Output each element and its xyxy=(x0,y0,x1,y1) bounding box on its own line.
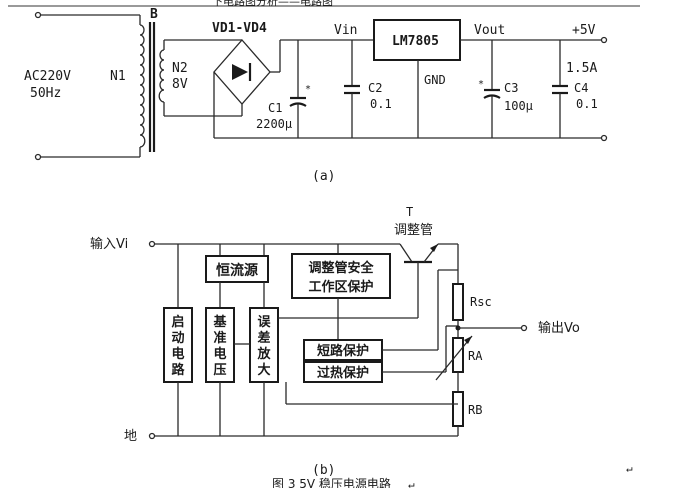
input-label: 输入Vi xyxy=(90,236,128,252)
header-fragment: 下电路图分析——电路图 xyxy=(212,0,333,8)
diagram-a: AC220V 50Hz N1 B N2 8V VD1-VD4 Vin xyxy=(24,7,608,184)
output-label: 输出Vo xyxy=(538,320,580,336)
caption-b: (b) xyxy=(312,463,335,478)
c1-name: C1 xyxy=(268,101,282,115)
vin-label: Vin xyxy=(334,23,357,38)
transformer-label: B xyxy=(150,7,158,22)
short-circuit-protection-label: 短路保护 xyxy=(317,343,369,359)
vertical-label-char: 差 xyxy=(257,330,270,346)
ac-input-terminal-top xyxy=(34,11,42,19)
diode-icon xyxy=(232,64,248,80)
primary-coil xyxy=(139,24,146,148)
vertical-label-char: 基 xyxy=(212,314,227,330)
emitter-arrow-icon xyxy=(430,244,438,252)
source-label: AC220V xyxy=(24,69,71,84)
c2-name: C2 xyxy=(368,81,382,95)
ra-label: RA xyxy=(468,349,483,363)
regulator-label: LM7805 xyxy=(392,34,439,49)
constant-current-source-label: 恒流源 xyxy=(216,262,258,279)
transistor-desc: 调整管 xyxy=(394,223,433,238)
vertical-label-char: 压 xyxy=(213,363,226,378)
caption-return-mark: ↵ xyxy=(408,478,415,488)
secondary-voltage: 8V xyxy=(172,77,188,92)
rb-label: RB xyxy=(468,403,482,417)
c1-polarity: * xyxy=(305,84,311,95)
startup-circuit-label: 启动电路 xyxy=(171,314,185,378)
reference-voltage-label: 基准电压 xyxy=(212,314,227,378)
constant-current-source-block xyxy=(205,255,269,283)
lm7805-regulator xyxy=(373,19,461,61)
c3-name: C3 xyxy=(504,81,518,95)
caption-a: (a) xyxy=(312,169,335,184)
c1-plate-curved xyxy=(289,102,307,107)
thermal-protection-label: 过热保护 xyxy=(317,365,369,381)
transistor-name: T xyxy=(406,205,413,219)
c3-plate-curved xyxy=(483,94,501,99)
vertical-label-char: 电 xyxy=(213,346,226,362)
rsc-label: Rsc xyxy=(470,295,492,309)
c4-value: 0.1 xyxy=(576,97,598,111)
c4-name: C4 xyxy=(574,81,588,95)
bridge-label: VD1-VD4 xyxy=(212,21,267,36)
vertical-label-char: 大 xyxy=(257,362,270,378)
output-terminal xyxy=(520,324,528,332)
ground-terminal xyxy=(148,432,156,440)
transistor-collector xyxy=(399,243,413,263)
vertical-label-char: 准 xyxy=(213,330,226,346)
c1-value: 2200μ xyxy=(256,117,292,131)
vertical-label-char: 误 xyxy=(257,315,271,330)
error-amplifier-label: 误差放大 xyxy=(256,315,271,378)
arrow-icon xyxy=(464,336,472,344)
vertical-label-char: 动 xyxy=(171,331,184,346)
output-terminal-ground xyxy=(600,134,608,142)
ac-input-terminal-bottom xyxy=(34,153,42,161)
ground-label: 地 xyxy=(124,429,137,444)
diagram-b: 输入Vi T 调整管 恒流源 调整管安全 工作区保护 启动电路 基准电压 误 xyxy=(90,205,580,478)
c3-polarity: * xyxy=(478,79,484,90)
secondary-coil xyxy=(158,49,165,103)
secondary-winding-label: N2 xyxy=(172,61,188,76)
output-voltage: +5V xyxy=(572,23,596,38)
output-terminal-positive xyxy=(600,36,608,44)
primary-winding-label: N1 xyxy=(110,69,126,84)
source-frequency: 50Hz xyxy=(30,86,61,101)
figure-caption: 图 3 5V 稳压电源电路 xyxy=(272,476,391,488)
safe-area-protection-line1: 调整管安全 xyxy=(308,260,374,276)
resistor-ra xyxy=(452,337,464,373)
vertical-label-char: 电 xyxy=(171,346,184,362)
ra-adjust-arrow xyxy=(435,335,473,381)
return-mark: ↵ xyxy=(626,462,633,475)
resistor-rb xyxy=(452,391,464,427)
c3-value: 100μ xyxy=(504,99,533,113)
vertical-label-char: 路 xyxy=(171,362,185,378)
c2-value: 0.1 xyxy=(370,97,392,111)
vertical-label-char: 放 xyxy=(256,346,271,362)
vertical-label-char: 启 xyxy=(171,314,184,330)
vout-label: Vout xyxy=(474,23,505,38)
output-current: 1.5A xyxy=(566,61,597,76)
gnd-label: GND xyxy=(424,73,446,87)
resistor-rsc xyxy=(452,283,464,321)
safe-area-protection-block xyxy=(291,253,391,299)
input-terminal xyxy=(148,240,156,248)
safe-area-protection-line2: 工作区保护 xyxy=(308,279,373,295)
